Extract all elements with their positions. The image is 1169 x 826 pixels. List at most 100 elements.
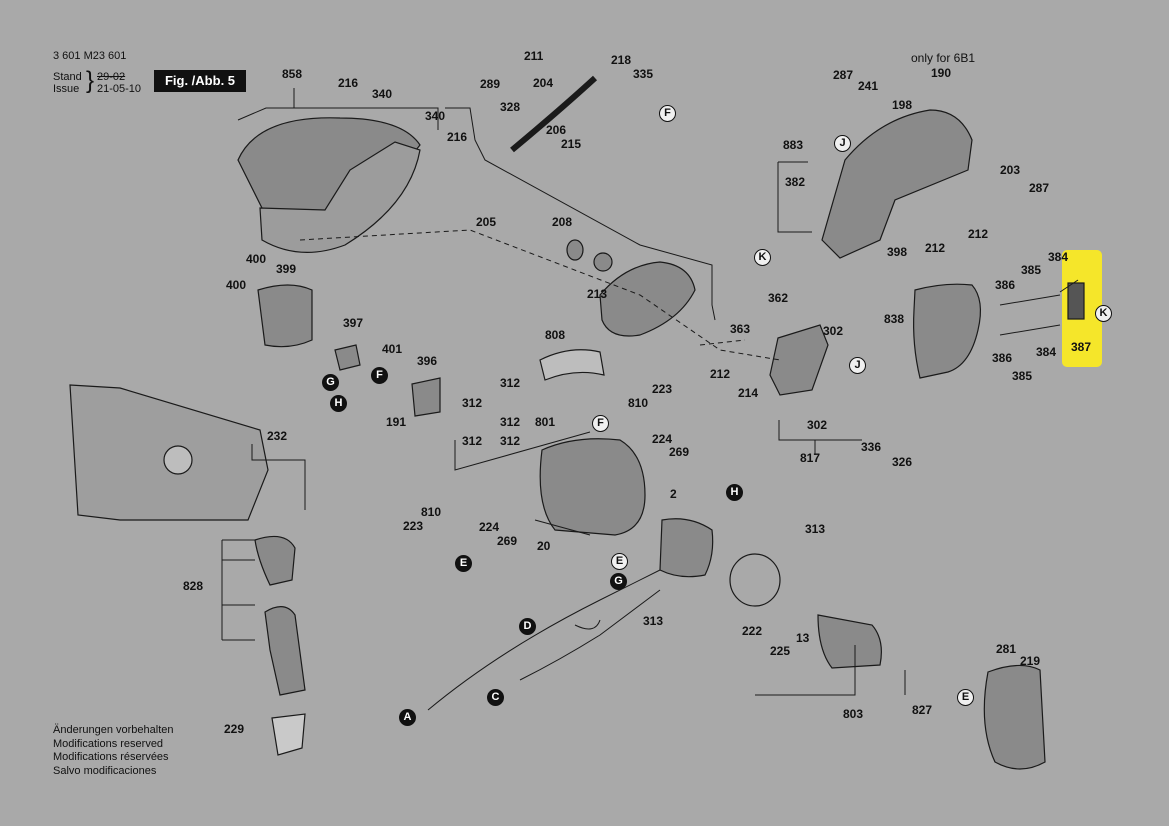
part-label-p340a: 340	[372, 87, 393, 101]
part-label-p335: 335	[633, 67, 654, 81]
part-label-p328: 328	[500, 100, 521, 114]
part-label-p396: 396	[417, 354, 438, 368]
part-label-p269a: 269	[669, 445, 690, 459]
part-label-p20: 20	[537, 539, 551, 553]
part-label-p828: 828	[183, 579, 204, 593]
part-label-p211: 211	[524, 49, 544, 63]
issue-label: Issue	[53, 83, 80, 95]
part-label-p198: 198	[892, 98, 913, 112]
part-208	[566, 239, 584, 261]
footer-notes: Änderungen vorbehalten Modifications res…	[53, 724, 173, 778]
part-label-p216a: 216	[338, 76, 359, 90]
part-label-p312d: 312	[462, 434, 483, 448]
elbow-828-upper	[254, 535, 296, 586]
switch-387	[1067, 282, 1085, 320]
reference-letter-K1: K	[754, 249, 771, 266]
part-label-p808: 808	[545, 328, 566, 342]
part-label-p858: 858	[282, 67, 303, 81]
part-label-p223b: 223	[403, 519, 424, 533]
label-808	[539, 349, 605, 381]
part-label-p801: 801	[535, 415, 556, 429]
part-label-p313a: 313	[805, 522, 826, 536]
part-label-p213a: 213	[587, 287, 608, 301]
part-label-p810b: 810	[421, 505, 442, 519]
part-label-p212a: 212	[925, 241, 946, 255]
part-label-p225: 225	[770, 644, 791, 658]
note-de: Änderungen vorbehalten	[53, 724, 174, 736]
bracket-symbol: }	[86, 67, 95, 94]
part-label-p224b: 224	[479, 520, 500, 534]
part-label-p216b: 216	[447, 130, 468, 144]
document-number: 3 601 M23 601	[53, 50, 127, 62]
field-winding-2	[659, 518, 714, 578]
part-396	[411, 377, 441, 417]
part-label-p312c: 312	[500, 415, 521, 429]
part-213-bearing	[593, 252, 613, 272]
part-label-p384a: 384	[1048, 250, 1069, 264]
part-label-p386b: 386	[992, 351, 1013, 365]
part-label-p312e: 312	[500, 434, 521, 448]
handle-cover-838	[913, 283, 982, 379]
part-label-p190: 190	[931, 66, 952, 80]
motor-end-cap-219	[983, 664, 1046, 770]
part-label-p397: 397	[343, 316, 364, 330]
note-en: Modifications reserved	[53, 737, 164, 750]
part-label-p336: 336	[861, 440, 882, 454]
part-label-p214: 214	[738, 386, 759, 400]
part-label-p232: 232	[267, 429, 288, 443]
part-label-p208: 208	[552, 215, 573, 229]
part-label-p838: 838	[884, 312, 905, 326]
sliding-guard-198	[821, 109, 973, 259]
part-229	[271, 713, 306, 756]
stand-value: 29-02	[97, 71, 126, 83]
part-label-p205: 205	[476, 215, 497, 229]
part-label-p817: 817	[800, 451, 821, 465]
part-label-p281: 281	[996, 642, 1017, 656]
part-label-p191: 191	[386, 415, 407, 429]
part-label-p223a: 223	[652, 382, 673, 396]
motor-housing-801	[539, 438, 646, 536]
part-label-p219: 219	[1020, 654, 1041, 668]
part-397	[334, 344, 361, 371]
variant-note: only for 6B1	[911, 51, 976, 65]
lever-204	[510, 75, 598, 153]
part-label-p2: 2	[670, 487, 677, 501]
blade-guard-lower	[259, 141, 421, 253]
part-label-p400b: 400	[226, 278, 247, 292]
part-label-p387: 387	[1071, 340, 1092, 354]
ring-222	[729, 553, 781, 607]
part-label-p827: 827	[912, 703, 933, 717]
part-label-p312a: 312	[500, 376, 521, 390]
bracket-817	[769, 324, 829, 396]
part-label-p401: 401	[382, 342, 403, 356]
reference-letter-D: D	[519, 618, 536, 635]
stand-label: Stand	[53, 71, 82, 83]
reference-letter-G1: G	[322, 374, 339, 391]
reference-letter-J2: J	[849, 357, 866, 374]
part-label-p13: 13	[796, 631, 810, 645]
part-label-p289: 289	[480, 77, 501, 91]
note-es: Salvo modificaciones	[53, 764, 157, 777]
part-label-p382: 382	[785, 175, 806, 189]
part-label-p212c: 212	[710, 367, 731, 381]
reference-letter-H2: H	[726, 484, 743, 501]
part-label-p269b: 269	[497, 534, 518, 548]
note-fr: Modifications réservées	[53, 751, 169, 763]
reference-letter-F3: F	[592, 415, 609, 432]
part-label-p400a: 400	[246, 252, 267, 266]
reference-letter-E3: E	[957, 689, 974, 706]
part-label-p287b: 287	[1029, 181, 1050, 195]
chute-opening	[163, 445, 193, 475]
part-label-p312b: 312	[462, 396, 483, 410]
reference-letter-K2: K	[1095, 305, 1112, 322]
reference-letter-H1: H	[330, 395, 347, 412]
upper-guard-213	[599, 261, 696, 337]
reference-letter-F1: F	[659, 105, 676, 122]
figure-label: Fig. /Abb. 5	[154, 70, 246, 92]
part-label-p803: 803	[843, 707, 864, 721]
part-label-p206: 206	[546, 123, 567, 137]
part-label-p385a: 385	[1021, 263, 1042, 277]
part-label-p386a: 386	[995, 278, 1016, 292]
